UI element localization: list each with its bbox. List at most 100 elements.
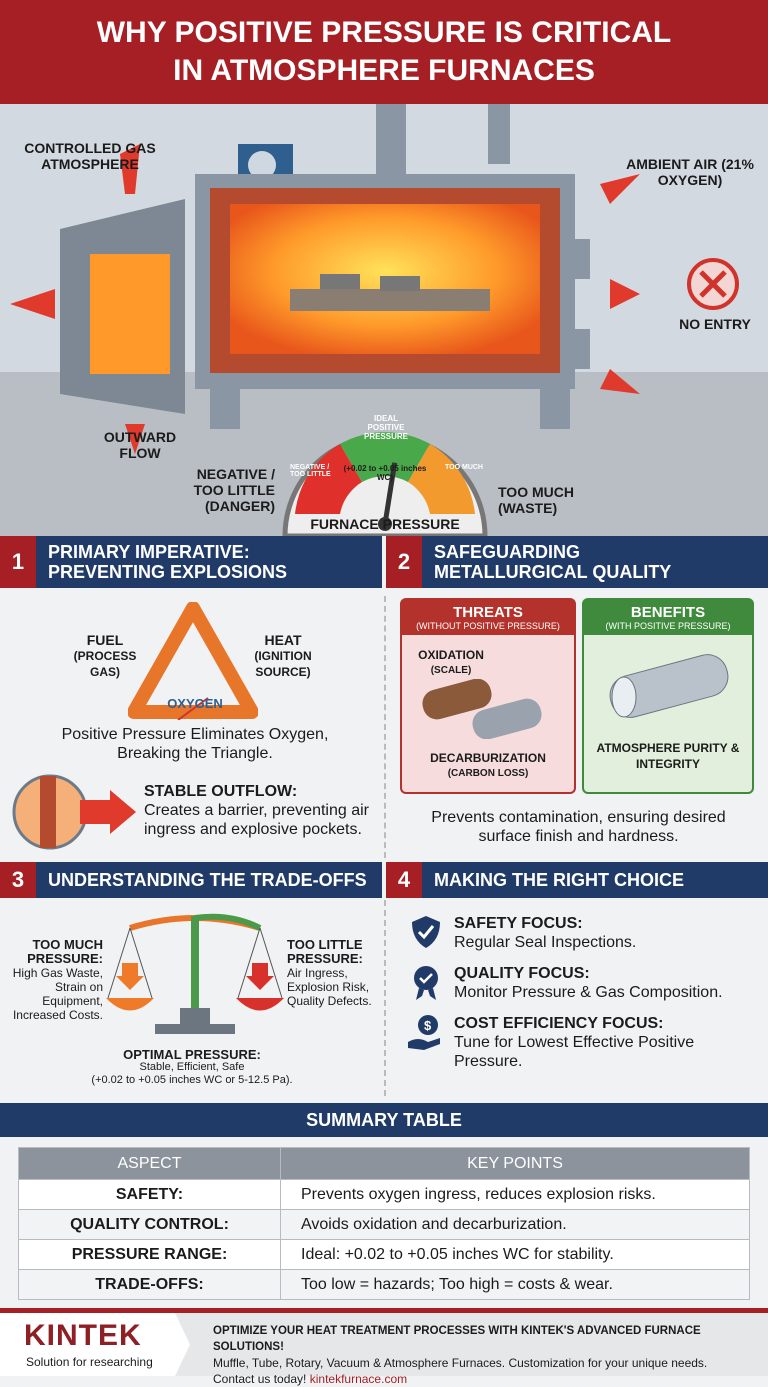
divider: [384, 596, 386, 858]
no-entry-label: NO ENTRY: [679, 316, 751, 332]
damaged-pipes-icon: [422, 678, 542, 740]
section-2-header: 2 SAFEGUARDING METALLURGICAL QUALITY: [386, 536, 768, 588]
optimal-title: OPTIMAL PRESSURE:: [123, 1047, 261, 1062]
too-much-text: High Gas Waste, Strain on Equipment, Inc…: [12, 966, 103, 1022]
controlled-gas-label: CONTROLLED GAS ATMOSPHERE: [24, 140, 156, 172]
pressure-gauge: IDEAL POSITIVE PRESSURE NEGATIVE / TOO L…: [280, 404, 490, 539]
item-title: SAFETY FOCUS:: [454, 915, 583, 932]
negative-sub: (DANGER): [205, 498, 275, 514]
purity-label: ATMOSPHERE PURITY & INTEGRITY: [596, 741, 740, 771]
heat-label: HEAT: [264, 632, 302, 648]
footer-contact: Contact us today!: [213, 1372, 307, 1386]
section-number: 3: [0, 862, 36, 898]
shield-check-icon: [412, 916, 440, 948]
outflow-arrows: [10, 144, 640, 454]
website-link[interactable]: kintekfurnace.com: [309, 1372, 408, 1386]
column-header: ASPECT: [18, 1147, 281, 1180]
stable-outflow-icon: [12, 774, 136, 850]
fire-triangle-icon: [128, 602, 258, 720]
outward-flow-label: OUTWARD FLOW: [103, 429, 177, 461]
aspect-cell: TRADE-OFFS:: [18, 1269, 281, 1300]
furnace-drawing: [10, 104, 739, 454]
oxidation-label: OXIDATION: [418, 648, 484, 662]
gauge-range: (+0.02 to +0.05 inches WC): [343, 464, 427, 482]
section-3-body: TOO MUCH PRESSURE:High Gas Waste, Strain…: [0, 898, 384, 1098]
decarb-label: DECARBURIZATION: [430, 751, 546, 765]
section-title: MAKING THE RIGHT CHOICE: [434, 870, 684, 890]
key-points-cell: Prevents oxygen ingress, reduces explosi…: [280, 1179, 750, 1210]
divider: [384, 900, 386, 1096]
gauge-svg: [282, 432, 488, 539]
heat-sub: (IGNITION SOURCE): [254, 649, 312, 679]
triangle-caption: Positive Pressure Eliminates Oxygen, Bre…: [61, 726, 329, 762]
gauge-needle: [382, 462, 398, 525]
hand-dollar-icon: $: [408, 1015, 440, 1050]
quality-focus-item: QUALITY FOCUS: Monitor Pressure & Gas Com…: [410, 964, 723, 1002]
quality-caption: Prevents contamination, ensuring desired…: [431, 809, 726, 845]
key-points-cell: Avoids oxidation and decarburization.: [280, 1209, 750, 1240]
table-row: QUALITY CONTROL:Avoids oxidation and dec…: [18, 1209, 750, 1240]
svg-text:$: $: [424, 1018, 432, 1033]
oxidation-sub: (SCALE): [430, 665, 472, 676]
benefits-card: BENEFITS(WITH POSITIVE PRESSURE) ATMOSPH…: [582, 598, 754, 794]
gauge-red-label: NEGATIVE / TOO LITTLE: [290, 464, 331, 478]
table-row: TRADE-OFFS:Too low = hazards; Too high =…: [18, 1269, 750, 1300]
footer: KINTEK Solution for researching OPTIMIZE…: [0, 1308, 768, 1386]
balance-scale-icon: [106, 913, 284, 1034]
aspect-cell: QUALITY CONTROL:: [18, 1209, 281, 1240]
outflow-text: Creates a barrier, preventing air ingres…: [144, 802, 369, 838]
item-title: QUALITY FOCUS:: [454, 965, 590, 982]
gauge-green-label: IDEAL POSITIVE PRESSURE: [363, 414, 408, 441]
too-little-title: TOO LITTLE PRESSURE:: [287, 937, 363, 966]
item-text: Regular Seal Inspections.: [454, 934, 637, 951]
ambient-air-label: AMBIENT AIR (21% OXYGEN): [626, 156, 754, 188]
summary-header: SUMMARY TABLE: [0, 1103, 768, 1137]
too-much-title: TOO MUCH PRESSURE:: [27, 937, 103, 966]
furnace-illustration: CONTROLLED GAS ATMOSPHERE AMBIENT AIR (2…: [0, 104, 768, 539]
negative-label: NEGATIVE / TOO LITTLE: [193, 466, 275, 498]
kintek-logo: KINTEK: [24, 1319, 142, 1352]
aspect-cell: SAFETY:: [18, 1179, 281, 1210]
section-1-body: OXYGEN FUEL(PROCESS GAS) HEAT(IGNITION S…: [0, 590, 384, 860]
item-text: Monitor Pressure & Gas Composition.: [454, 984, 723, 1001]
section-title: SAFEGUARDING METALLURGICAL QUALITY: [434, 542, 672, 582]
too-little-text: Air Ingress, Explosion Risk, Quality Def…: [287, 966, 372, 1008]
chimney: [376, 104, 406, 184]
gauge-title: FURNACE PRESSURE: [310, 516, 460, 532]
gauge-orange-zone: [408, 444, 475, 514]
section-2-body: THREATS(WITHOUT POSITIVE PRESSURE) OXIDA…: [386, 590, 768, 860]
optimal-range: (+0.02 to +0.05 inches WC or 5-12.5 Pa).: [91, 1074, 293, 1086]
section-title: UNDERSTANDING THE TRADE-OFFS: [48, 870, 367, 890]
award-badge-icon: [414, 966, 438, 1000]
table-row: SAFETY:Prevents oxygen ingress, reduces …: [18, 1179, 750, 1210]
item-text: Tune for Lowest Effective Positive Press…: [454, 1034, 695, 1070]
safety-focus-item: SAFETY FOCUS: Regular Seal Inspections.: [410, 914, 636, 952]
title-line-2: IN ATMOSPHERE FURNACES: [173, 54, 595, 87]
gauge-red-zone: [295, 444, 362, 514]
logo-panel: [0, 1313, 190, 1376]
gauge-orange-label: TOO MUCH: [445, 464, 483, 471]
item-title: COST EFFICIENCY FOCUS:: [454, 1015, 664, 1032]
clean-pipe-icon: [609, 654, 729, 718]
fuel-sub: (PROCESS GAS): [73, 649, 137, 679]
section-number: 2: [386, 536, 422, 588]
gauge-green-zone: [340, 432, 430, 482]
oxygen-label: OXYGEN: [167, 696, 223, 711]
footer-products: Muffle, Tube, Rotary, Vacuum & Atmospher…: [213, 1356, 708, 1370]
logo-tagline: Solution for researching: [26, 1355, 153, 1369]
decarb-sub: (CARBON LOSS): [447, 768, 529, 779]
summary-title: SUMMARY TABLE: [306, 1110, 462, 1130]
no-entry-icon: [687, 258, 739, 310]
table-row: PRESSURE RANGE:Ideal: +0.02 to +0.05 inc…: [18, 1239, 750, 1270]
aspect-cell: PRESSURE RANGE:: [18, 1239, 281, 1270]
threats-card: THREATS(WITHOUT POSITIVE PRESSURE) OXIDA…: [400, 598, 576, 794]
benefits-sub: (WITH POSITIVE PRESSURE): [605, 621, 731, 631]
section-number: 1: [0, 536, 36, 588]
key-points-cell: Too low = hazards; Too high = costs & we…: [280, 1269, 750, 1300]
column-header: KEY POINTS: [280, 1147, 750, 1180]
section-4-body: SAFETY FOCUS: Regular Seal Inspections. Q…: [386, 898, 768, 1098]
section-3-header: 3 UNDERSTANDING THE TRADE-OFFS: [0, 862, 382, 898]
title-line-1: WHY POSITIVE PRESSURE IS CRITICAL: [96, 16, 672, 49]
